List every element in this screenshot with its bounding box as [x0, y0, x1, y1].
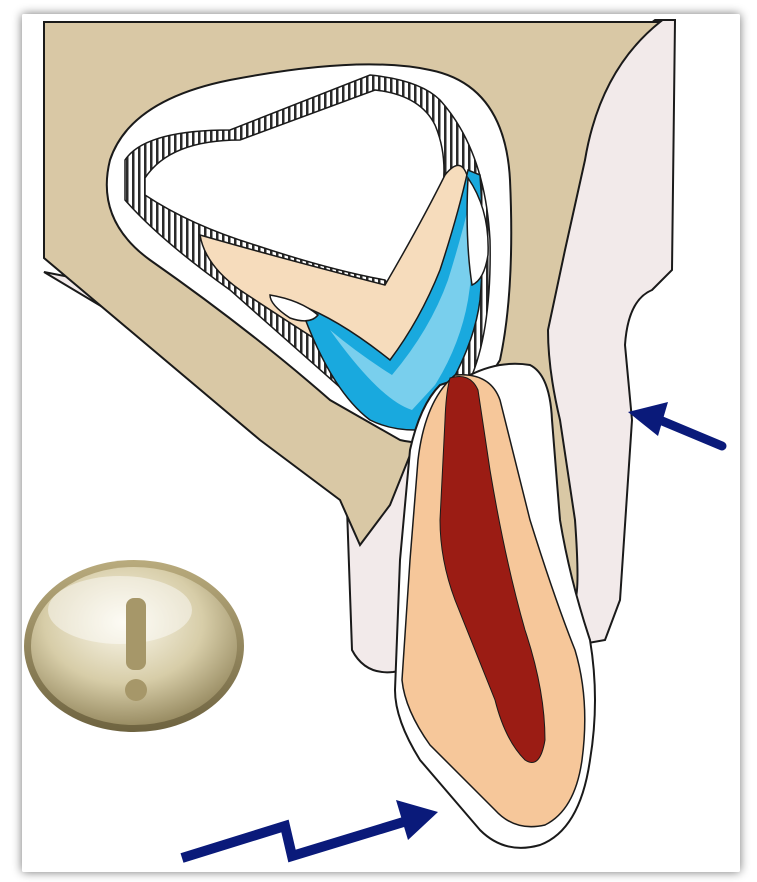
- warning-exclamation-icon: [24, 560, 244, 732]
